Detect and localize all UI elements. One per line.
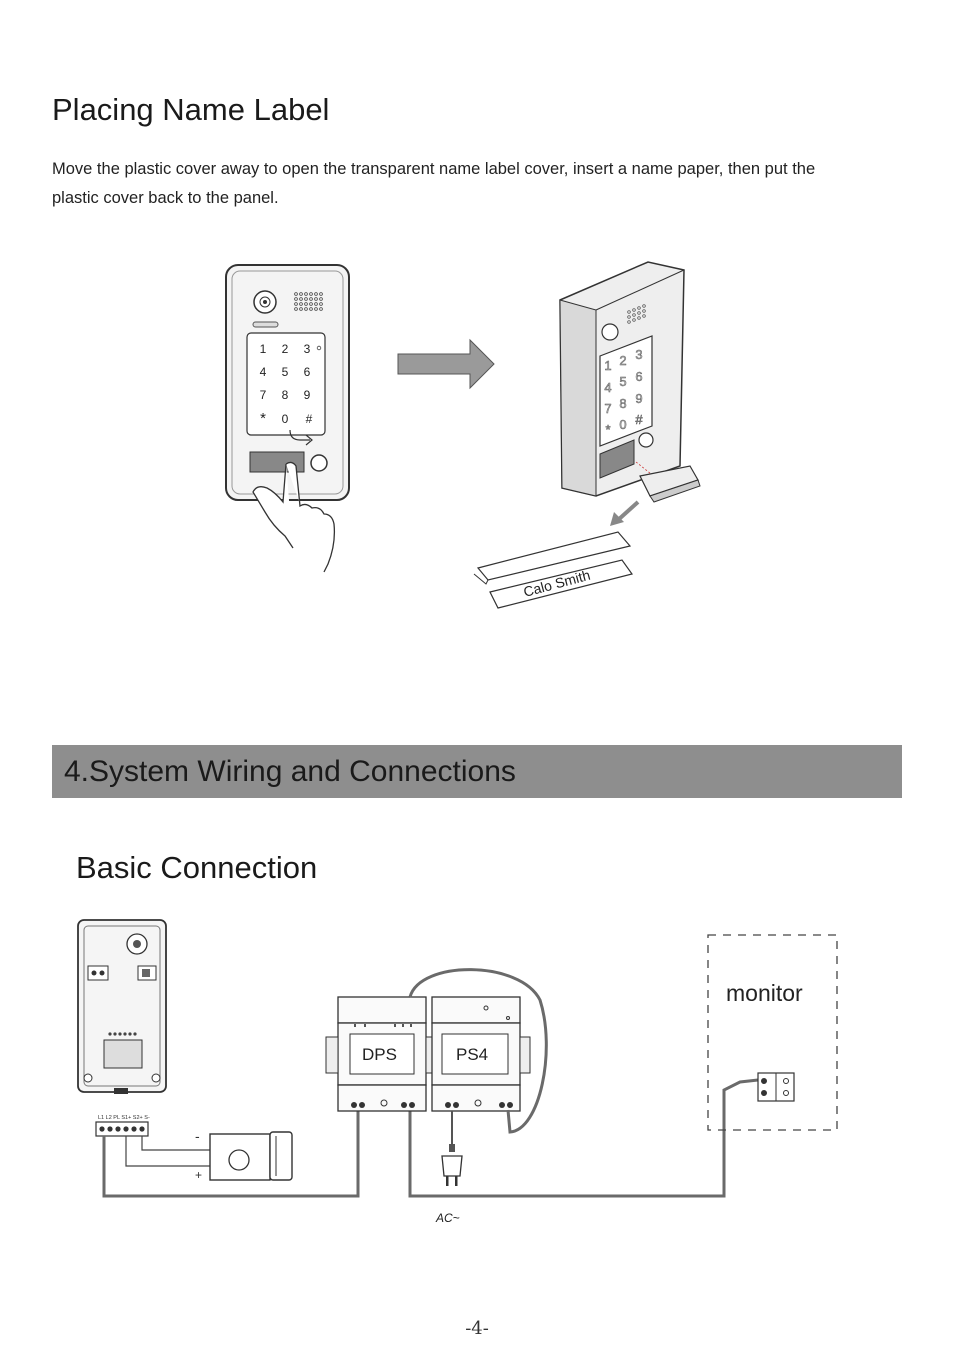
- monitor-label: monitor: [726, 980, 803, 1006]
- key-3d-5: 5: [619, 374, 626, 389]
- monitor-box: monitor: [707, 934, 838, 1131]
- lock-plus-label: +: [195, 1168, 202, 1182]
- key-3d-hash: #: [635, 412, 643, 427]
- ac-plug-icon: AC~: [435, 1111, 463, 1225]
- slide-arrow-icon: [289, 429, 313, 446]
- speaker-grille-icon: [294, 292, 323, 311]
- call-button-icon: [310, 454, 328, 472]
- key-3d-0: 0: [619, 417, 626, 432]
- ps4-power-supply: PS4: [431, 996, 531, 1112]
- right-arrow-icon: [397, 338, 495, 390]
- section-title-wiring: 4.System Wiring and Connections: [64, 755, 516, 788]
- dps-label: DPS: [362, 1045, 397, 1064]
- key-9: 9: [304, 388, 311, 402]
- key-0: 0: [282, 412, 289, 426]
- key-3d-3: 3: [635, 347, 642, 362]
- camera-icon: [253, 290, 277, 314]
- subsection-title-basic-connection: Basic Connection: [76, 850, 318, 885]
- hand-icon: [252, 461, 336, 573]
- outdoor-panel-rear: [77, 919, 167, 1094]
- key-3d-9: 9: [635, 391, 642, 406]
- key-4: 4: [260, 365, 267, 379]
- name-label-text: Calo Smith: [522, 567, 592, 600]
- key-hash: #: [306, 412, 313, 426]
- instruction-paragraph: Move the plastic cover away to open the …: [52, 160, 816, 207]
- dps-power-supply: DPS: [325, 996, 435, 1112]
- key-3d-1: 1: [604, 358, 611, 373]
- panel-3d-illustration: 1 2 3 4 5 6 7 8 9 * 0 # Calo Smith: [473, 261, 701, 609]
- key-3d-4: 4: [604, 380, 611, 395]
- key-6: 6: [304, 365, 311, 379]
- ac-label: AC~: [435, 1211, 460, 1225]
- key-3d-2: 2: [619, 353, 626, 368]
- key-3d-7: 7: [604, 401, 611, 416]
- key-star: *: [260, 410, 266, 427]
- name-label-figure: 1 2 3 4 5 6 7 8 9 * 0 #: [225, 261, 701, 609]
- key-3d-6: 6: [635, 369, 642, 384]
- section-banner: 4.System Wiring and Connections: [52, 745, 902, 798]
- key-5: 5: [282, 365, 289, 379]
- page-number: -4-: [465, 1318, 489, 1339]
- lock-minus-label: -: [195, 1128, 200, 1144]
- wiring-diagram: L1 L2 PL S1+ S2+ S- - + DPS PS: [77, 919, 838, 1225]
- ps4-label: PS4: [456, 1045, 488, 1064]
- front-panel-illustration: 1 2 3 4 5 6 7 8 9 * 0 #: [225, 264, 350, 573]
- keypad: 1 2 3 4 5 6 7 8 9 * 0 #: [260, 342, 313, 427]
- section-title-placing-name-label: Placing Name Label: [52, 92, 330, 127]
- electric-lock-icon: - +: [195, 1128, 293, 1182]
- key-1: 1: [260, 342, 267, 356]
- key-3d-8: 8: [619, 396, 626, 411]
- terminal-block: [95, 1121, 149, 1137]
- key-3d-star: *: [605, 422, 610, 437]
- terminal-labels: L1 L2 PL S1+ S2+ S-: [98, 1115, 150, 1121]
- key-2: 2: [282, 342, 289, 356]
- key-7: 7: [260, 388, 267, 402]
- key-3: 3: [304, 342, 311, 356]
- key-8: 8: [282, 388, 289, 402]
- wires: [102, 1078, 759, 1198]
